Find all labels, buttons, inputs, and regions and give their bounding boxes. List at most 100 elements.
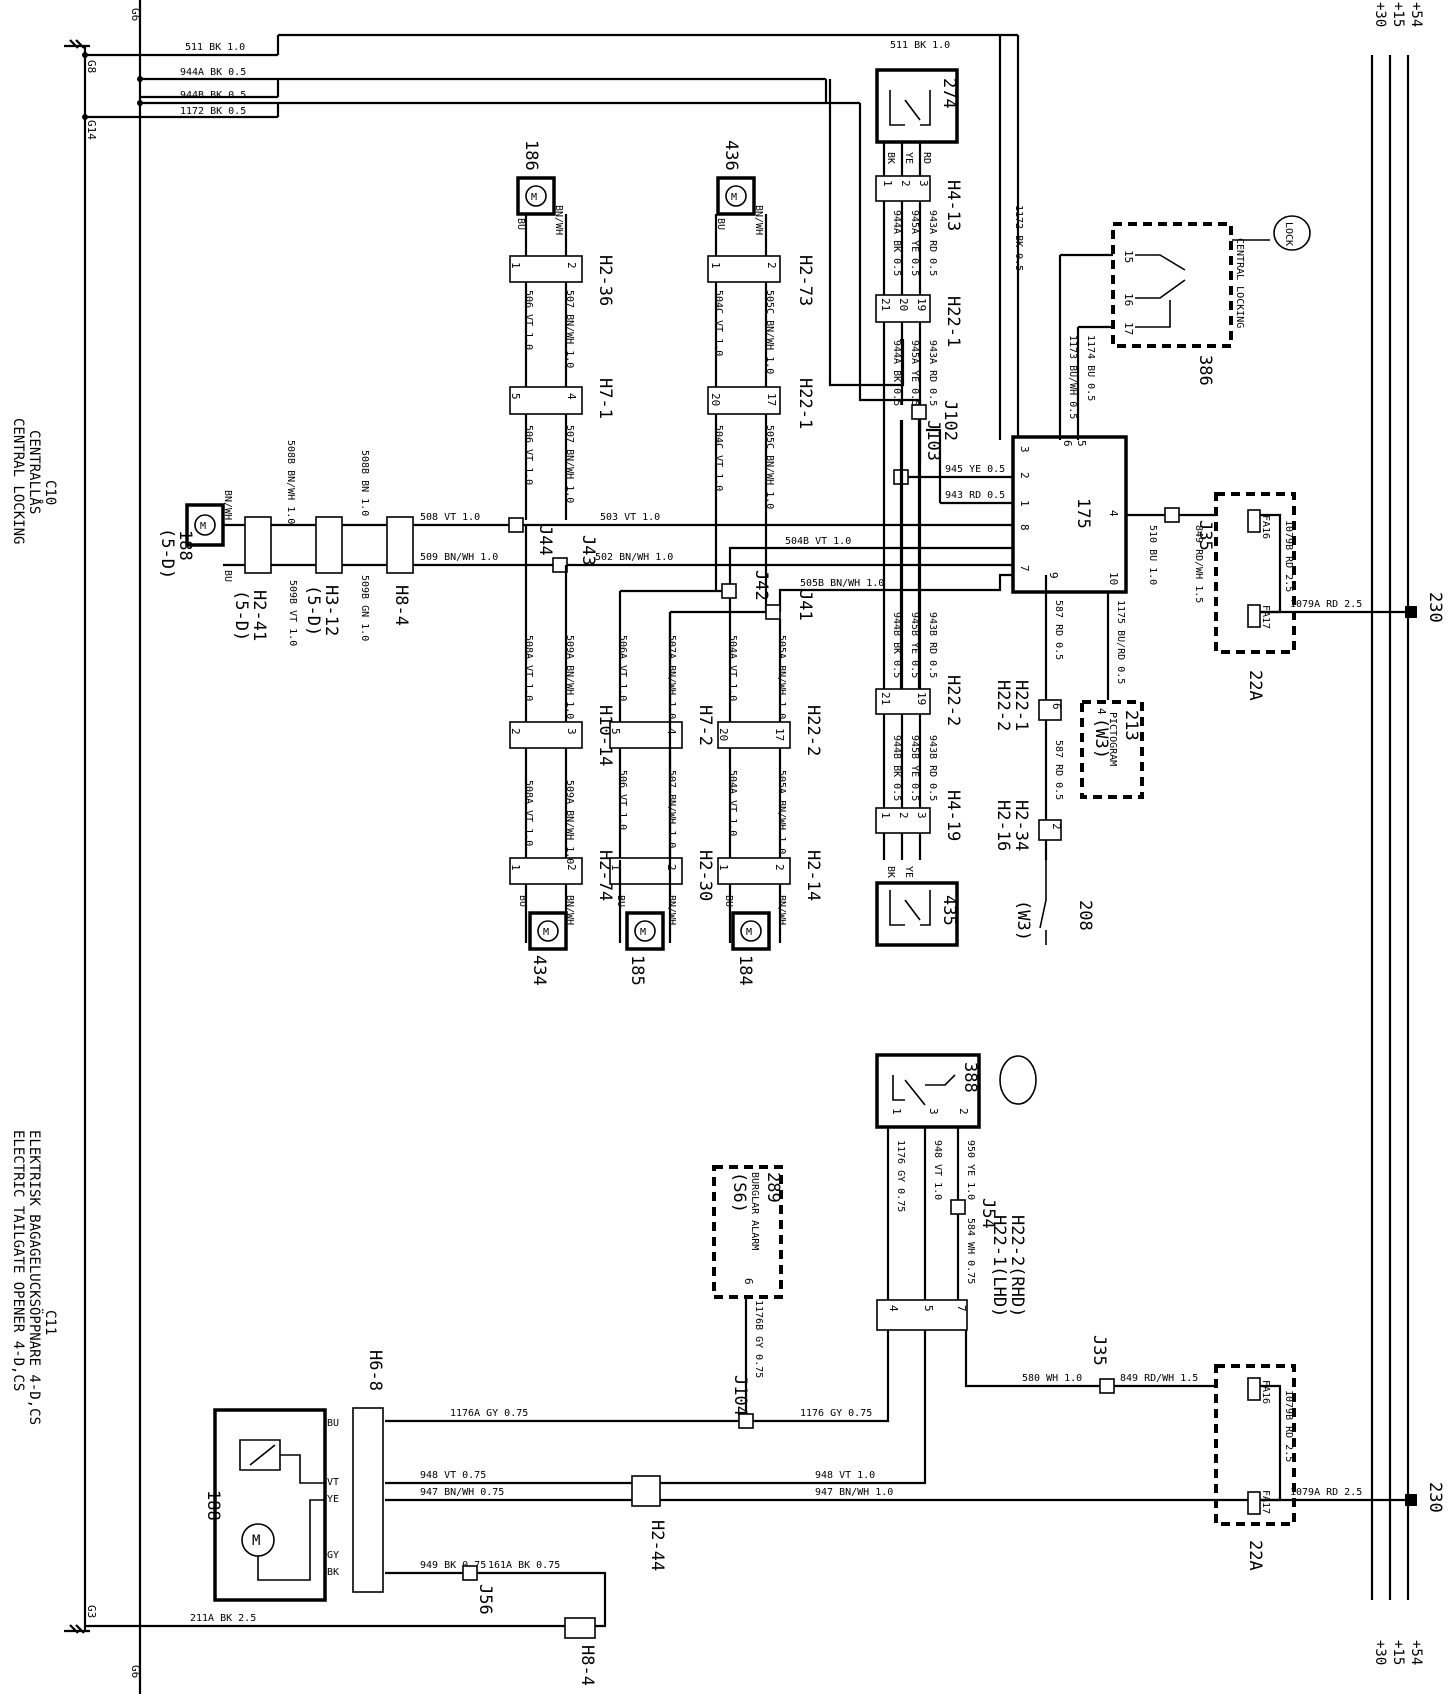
conn-h8-4b: H8-4 (577, 1645, 597, 1686)
svg-text:J41: J41 (795, 590, 815, 621)
ground-g6-top: G6 (129, 8, 142, 21)
svg-text:J35: J35 (1089, 1335, 1109, 1366)
svg-text:509A BN/WH 1.0: 509A BN/WH 1.0 (564, 780, 575, 864)
svg-text:J43: J43 (578, 535, 598, 566)
svg-text:20: 20 (717, 728, 730, 741)
conn-h22-2a: H22-2 (943, 675, 963, 726)
junction-j35 (1164, 507, 1180, 523)
svg-text:2: 2 (665, 864, 678, 871)
conn-h2-73: H2-73 (795, 255, 815, 306)
junction-j42 (721, 583, 737, 599)
svg-text:507 BN/WH 1.0: 507 BN/WH 1.0 (564, 290, 575, 368)
svg-text:J35: J35 (1195, 520, 1215, 551)
svg-text:ELECTRIC TAILGATE OPENER 4-D,C: ELECTRIC TAILGATE OPENER 4-D,CS (10, 1130, 26, 1391)
svg-text:944B BK 0.5: 944B BK 0.5 (891, 735, 902, 801)
wire-1172-label: 1172 BK 0.5 (180, 106, 246, 117)
svg-text:175: 175 (1073, 498, 1093, 529)
junction-j35b (1099, 1378, 1115, 1394)
ground-g6-bottom: G6 (129, 1665, 142, 1678)
conn-h22-1lhd: H22-1(LHD) (989, 1215, 1009, 1317)
motor-434: 2 3 H10-14 1 2 H2-74 508A VT 1.0 509A BN… (509, 635, 615, 986)
svg-text:LOCK: LOCK (1283, 222, 1294, 246)
svg-text:508B BN 1.0: 508B BN 1.0 (359, 450, 370, 516)
svg-text:504C VT 1.0: 504C VT 1.0 (713, 425, 724, 491)
junction-j41 (765, 604, 781, 620)
svg-text:BU: BU (715, 218, 726, 230)
ground-bus: G6 G6 G8 G14 G3 (64, 0, 142, 1694)
wire-1172-v-label: 1172 BK 0.5 (1013, 205, 1024, 271)
ground-symbol-bottom (64, 1624, 90, 1634)
svg-text:213: 213 (1121, 710, 1141, 741)
svg-text:(5-D): (5-D) (157, 528, 177, 579)
svg-text:FA16: FA16 (1260, 1380, 1271, 1404)
svg-text:943A RD 0.5: 943A RD 0.5 (927, 340, 938, 406)
svg-text:20: 20 (897, 298, 910, 311)
central-locking-switch-386: CENTRAL LOCKING 386 LOCK 15 16 17 1174 B… (1058, 215, 1311, 440)
svg-text:509B GN 1.0: 509B GN 1.0 (359, 575, 370, 641)
conn-h2-41: H2-41 (249, 590, 269, 641)
svg-text:507 BN/WH 1.0: 507 BN/WH 1.0 (666, 770, 677, 848)
svg-text:504B VT 1.0: 504B VT 1.0 (785, 536, 851, 547)
svg-text:5: 5 (1075, 440, 1088, 447)
svg-text:2: 2 (957, 1108, 970, 1115)
svg-text:M: M (746, 927, 752, 938)
svg-text:849 RD/WH 1.5: 849 RD/WH 1.5 (1120, 1373, 1198, 1384)
svg-text:509 BN/WH 1.0: 509 BN/WH 1.0 (420, 552, 498, 563)
svg-text:504A VT 1.0: 504A VT 1.0 (727, 635, 738, 701)
junction-bus: J44 J43 503 VT 1.0 502 BN/WH 1.0 504B VT… (508, 512, 1013, 943)
svg-text:945B YE 0.5: 945B YE 0.5 (909, 735, 920, 801)
svg-text:M: M (252, 1533, 260, 1549)
wire-511-label-b: 511 BK 1.0 (890, 40, 950, 51)
svg-text:506 VT 1.0: 506 VT 1.0 (523, 290, 534, 350)
svg-text:2: 2 (899, 180, 912, 187)
ground-g14: G14 (85, 120, 98, 140)
svg-text:BN/WH: BN/WH (666, 895, 677, 925)
svg-text:274: 274 (939, 78, 959, 109)
svg-text:208: 208 (1075, 900, 1095, 931)
fuse-22a-lower: FA16 FA17 1079B RD 2.5 1079A RD 2.5 230 … (1214, 1364, 1445, 1571)
conn-h4-13: H4-13 (943, 180, 963, 231)
svg-text:1079B RD 2.5: 1079B RD 2.5 (1283, 520, 1294, 592)
svg-text:944A BK 0.5: 944A BK 0.5 (891, 210, 902, 276)
switch-388: 388 1 3 2 1176 GY 0.75 948 VT 1.0 950 YE… (875, 1053, 1248, 1394)
svg-text:(5-D): (5-D) (231, 590, 251, 641)
svg-text:507 BN/WH 1.0: 507 BN/WH 1.0 (564, 425, 575, 503)
conn-h2-30: H2-30 (695, 850, 715, 901)
svg-text:FA16: FA16 (1260, 515, 1271, 539)
svg-text:8: 8 (1018, 524, 1031, 531)
svg-text:M: M (200, 521, 206, 532)
conn-h2-16: H2-16 (993, 800, 1013, 851)
svg-text:BU: BU (723, 895, 734, 907)
conn-h22-1a: H22-1 (795, 378, 815, 429)
fuse-22a-upper: J35 510 BU 1.0 849 RD/WH 1.5 FA16 FA17 1… (1126, 492, 1445, 701)
svg-text:849 RD/WH 1.5: 849 RD/WH 1.5 (1193, 525, 1204, 603)
svg-text:GY: GY (327, 1550, 339, 1561)
svg-text:948 VT 0.75: 948 VT 0.75 (420, 1470, 486, 1481)
svg-text:289: 289 (763, 1172, 783, 1203)
svg-text:1176B GY 0.75: 1176B GY 0.75 (753, 1300, 764, 1378)
svg-text:6: 6 (1050, 703, 1063, 710)
svg-text:943A RD 0.5: 943A RD 0.5 (927, 210, 938, 276)
svg-text:J44: J44 (535, 525, 555, 556)
svg-text:947 BN/WH 0.75: 947 BN/WH 0.75 (420, 1487, 504, 1498)
wire-1173-label: 1173 BU/WH 0.5 (1067, 335, 1078, 419)
svg-text:J56: J56 (475, 1584, 495, 1615)
wire-944b-label: 944B BK 0.5 (180, 90, 246, 101)
conn-h22-1c: H22-1 (1011, 680, 1031, 731)
ground-symbol-top (64, 39, 90, 49)
svg-text:184: 184 (735, 955, 755, 986)
ground-g8: G8 (85, 60, 98, 73)
svg-text:504C VT 1.0: 504C VT 1.0 (713, 290, 724, 356)
svg-text:944B BK 0.5: 944B BK 0.5 (891, 612, 902, 678)
svg-text:3: 3 (915, 812, 928, 819)
svg-text:5: 5 (509, 393, 522, 400)
svg-text:161A BK 0.75: 161A BK 0.75 (488, 1560, 560, 1571)
svg-text:386: 386 (1195, 355, 1215, 386)
svg-text:(W3): (W3) (1091, 718, 1111, 759)
svg-text:506A VT 1.0: 506A VT 1.0 (617, 635, 628, 701)
svg-text:6: 6 (1061, 440, 1074, 447)
svg-text:2: 2 (565, 262, 578, 269)
svg-text:943B RD 0.5: 943B RD 0.5 (927, 612, 938, 678)
svg-text:185: 185 (627, 955, 647, 986)
svg-text:4: 4 (1095, 708, 1108, 715)
